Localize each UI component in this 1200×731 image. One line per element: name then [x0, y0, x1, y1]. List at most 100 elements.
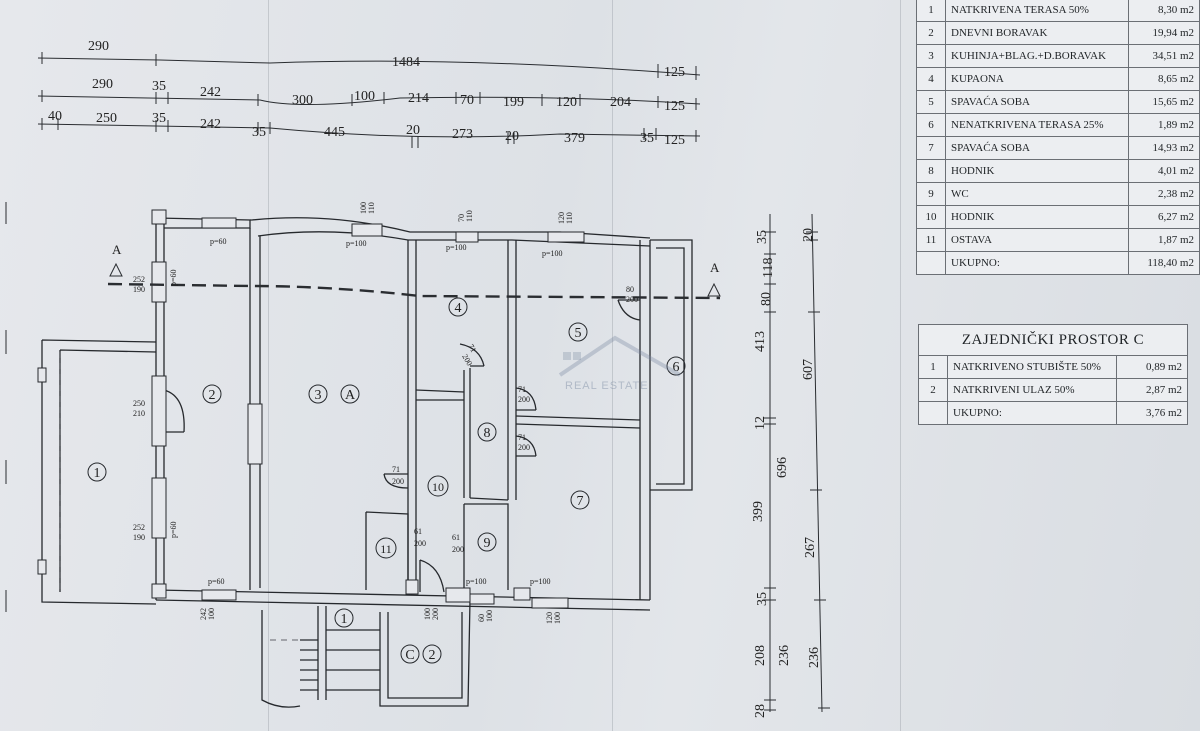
- opening-text: 100: [423, 608, 432, 620]
- opening-text: p=60: [169, 269, 178, 286]
- room-name: NATKRIVENI ULAZ 50%: [947, 378, 1117, 402]
- total-area: 3,76 m2: [1116, 401, 1188, 425]
- opening-text: 70: [457, 214, 466, 222]
- dim-text: 118: [761, 258, 776, 278]
- room-name: NATKRIVENA TERASA 50%: [945, 0, 1129, 22]
- opening-text: 71: [518, 433, 526, 442]
- opening-text: p=100: [346, 239, 367, 248]
- room-label-7: 7: [570, 490, 590, 510]
- row-number: 1: [918, 355, 948, 379]
- room-label-6: 6: [666, 356, 686, 376]
- zone-label-a: A: [340, 384, 360, 404]
- opening-annotations: 252 190 p=60 252 190 p=60 250 210 p=60 p…: [133, 202, 638, 624]
- opening-text: 200: [518, 395, 530, 404]
- room-number: 1: [94, 466, 101, 481]
- room-label-4: 4: [448, 297, 468, 317]
- room-number: 2: [209, 388, 216, 403]
- dim-text: 214: [408, 91, 429, 106]
- zone-letter: C: [405, 648, 414, 663]
- row-number: 8: [916, 159, 946, 183]
- room-label-2: 2: [202, 384, 222, 404]
- room-number: 6: [673, 360, 680, 375]
- room-name: KUPAONA: [945, 67, 1129, 91]
- dim-text: 399: [751, 501, 766, 522]
- section-mark-left: A: [112, 242, 122, 257]
- opening-text: 120: [545, 612, 554, 624]
- dim-text: 20: [505, 129, 519, 144]
- dim-text: 236: [807, 647, 822, 668]
- stair-label: 1: [334, 608, 354, 628]
- room-name: WC: [945, 182, 1129, 206]
- opening-text: 110: [465, 210, 474, 222]
- dim-text: 20: [801, 228, 816, 242]
- opening-text: 71: [518, 385, 526, 394]
- room-area: 0,89 m2: [1116, 355, 1188, 379]
- room-number: 10: [432, 480, 444, 494]
- opening-text: 200: [518, 443, 530, 452]
- opening-text: p=60: [210, 237, 227, 246]
- dim-text: 236: [777, 645, 792, 666]
- entrance-unit-label: 2: [422, 644, 442, 664]
- dashed-outlines: [59, 352, 300, 641]
- dim-text: 35: [640, 131, 654, 146]
- room-labels: 1 2 3 A 4 5 6 7 8 9 10 11 1 C 2: [87, 297, 686, 664]
- opening-text: 71: [466, 343, 478, 354]
- table-total-row: UKUPNO:118,40 m2: [916, 251, 1200, 275]
- dim-text: 242: [200, 117, 221, 132]
- section-mark-right: A: [710, 260, 720, 275]
- dim-text: 125: [664, 99, 685, 114]
- room-name: NENATKRIVENA TERASA 25%: [945, 113, 1129, 137]
- total-area: 118,40 m2: [1128, 251, 1200, 275]
- room-number: 8: [484, 426, 491, 441]
- dim-text: 607: [801, 359, 816, 380]
- dim-text: 696: [775, 457, 790, 478]
- opening-text: 252: [133, 523, 145, 532]
- dim-text: 250: [96, 111, 117, 126]
- room-label-10: 10: [427, 475, 449, 497]
- opening-text: p=100: [542, 249, 563, 258]
- opening-text: 100: [359, 202, 368, 214]
- room-area: 6,27 m2: [1128, 205, 1200, 229]
- room-number: 3: [315, 388, 322, 403]
- opening-text: 190: [133, 533, 145, 542]
- opening-text: 250: [133, 399, 145, 408]
- dim-text: 445: [324, 125, 345, 140]
- room-name: NATKRIVENO STUBIŠTE 50%: [947, 355, 1117, 379]
- room-name: SPAVAĆA SOBA: [945, 136, 1129, 160]
- opening-text: 200: [414, 539, 426, 548]
- opening-text: 200: [392, 477, 404, 486]
- opening-text: 100: [207, 608, 216, 620]
- opening-text: 200: [626, 295, 638, 304]
- common-area-title-row: ZAJEDNIČKI PROSTOR C: [918, 324, 1188, 356]
- dim-text: 40: [48, 109, 62, 124]
- opening-text: 71: [392, 465, 400, 474]
- zone-letter: A: [345, 388, 356, 403]
- dim-text: 273: [452, 127, 473, 142]
- room-area: 15,65 m2: [1128, 90, 1200, 114]
- opening-text: 200: [460, 353, 474, 368]
- room-number: 5: [575, 326, 582, 341]
- opening-text: p=100: [466, 577, 487, 586]
- dim-text: 35: [252, 125, 266, 140]
- dim-text: 12: [753, 416, 768, 430]
- row-number: 3: [916, 44, 946, 68]
- dim-text: 35: [152, 111, 166, 126]
- row-number: 1: [916, 0, 946, 22]
- room-label-9: 9: [477, 532, 497, 552]
- room-name: DNEVNI BORAVAK: [945, 21, 1129, 45]
- opening-text: 200: [431, 608, 440, 620]
- room-label-11: 11: [375, 537, 397, 559]
- dim-text: 20: [406, 123, 420, 138]
- dim-text: 28: [753, 704, 768, 718]
- dim-text: 35: [755, 592, 770, 606]
